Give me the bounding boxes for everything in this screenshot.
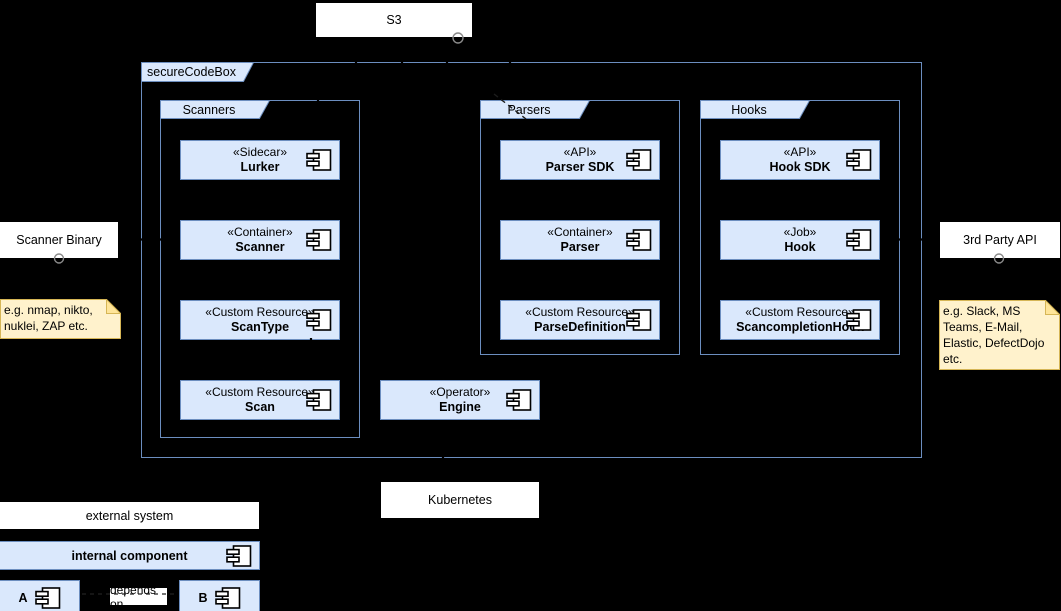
node-third-party-api-label: 3rd Party API xyxy=(963,233,1037,247)
component-parser-stereotype: «Container» xyxy=(547,225,613,239)
component-parser-name: Parser xyxy=(560,240,600,254)
component-engine-stereotype: «Operator» xyxy=(429,385,491,399)
legend-external-system: external system xyxy=(0,501,260,530)
uml-component-icon xyxy=(226,544,252,567)
component-hook-sdk-stereotype: «API» xyxy=(783,145,817,159)
sticky-note-shape xyxy=(0,299,121,339)
note-scanner-examples-text: e.g. nmap, nikto, nuklei, ZAP etc. xyxy=(4,303,93,333)
package-tab-shape xyxy=(160,100,270,119)
component-scanner: «Container» Scanner xyxy=(180,220,340,260)
package-hooks-tab: Hooks xyxy=(700,100,810,119)
component-scan-completion-hook-stereotype: «Custom Resource» xyxy=(745,305,855,319)
legend-depends-on: depends on xyxy=(110,583,167,611)
package-scanners-label: Scanners xyxy=(182,102,236,117)
component-scan-completion-hook-name: ScancompletionHook xyxy=(736,320,864,334)
note-scanner-examples: e.g. nmap, nikto, nuklei, ZAP etc. xyxy=(0,299,121,339)
uml-component-icon xyxy=(846,229,872,251)
component-scan: «Custom Resource» Scan xyxy=(180,380,340,420)
uml-component-icon xyxy=(626,309,652,331)
component-engine: «Operator» Engine xyxy=(380,380,540,420)
component-parser-sdk: «API» Parser SDK xyxy=(500,140,660,180)
component-scantype-stereotype: «Custom Resource» xyxy=(205,305,315,319)
uml-component-icon xyxy=(306,309,332,331)
component-parser-sdk-stereotype: «API» xyxy=(563,145,597,159)
container-securecodebox xyxy=(141,62,922,458)
uml-component-icon xyxy=(306,149,332,171)
legend-external-system-label: external system xyxy=(85,508,174,523)
node-scanner-binary-label: Scanner Binary xyxy=(16,233,102,247)
component-parse-definition-stereotype: «Custom Resource» xyxy=(525,305,635,319)
container-securecodebox-tab: secureCodeBox xyxy=(141,62,254,82)
node-scanner-binary: Scanner Binary xyxy=(0,221,119,259)
uml-component-icon xyxy=(214,587,240,609)
component-hook: «Job» Hook xyxy=(720,220,880,260)
component-parser: «Container» Parser xyxy=(500,220,660,260)
component-parse-definition: «Custom Resource» ParseDefinition xyxy=(500,300,660,340)
sticky-note-shape xyxy=(939,300,1060,370)
component-hook-stereotype: «Job» xyxy=(783,225,817,239)
uml-component-icon xyxy=(626,149,652,171)
legend-component-b-label: B xyxy=(198,591,208,605)
legend-internal-component: internal component xyxy=(0,541,260,570)
legend-component-a: A xyxy=(0,580,80,611)
component-parser-sdk-name: Parser SDK xyxy=(545,160,615,174)
component-scantype-name: ScanType xyxy=(230,320,290,334)
package-parsers-tab: Parsers xyxy=(480,100,590,119)
component-lurker-stereotype: «Sidecar» xyxy=(232,145,288,159)
node-s3: S3 xyxy=(315,2,473,38)
note-hook-examples: e.g. Slack, MS Teams, E-Mail, Elastic, D… xyxy=(939,300,1060,370)
component-scantype: «Custom Resource» ScanType xyxy=(180,300,340,340)
package-scanners-tab: Scanners xyxy=(160,100,270,119)
uml-component-icon xyxy=(846,309,872,331)
component-parse-definition-name: ParseDefinition xyxy=(534,320,626,334)
uml-component-icon xyxy=(34,587,60,609)
component-scanner-stereotype: «Container» xyxy=(227,225,293,239)
package-tab-shape xyxy=(700,100,810,119)
legend-internal-component-label: internal component xyxy=(71,548,188,563)
component-scan-stereotype: «Custom Resource» xyxy=(205,385,315,399)
legend-component-a-label: A xyxy=(18,591,28,605)
uml-component-icon xyxy=(306,229,332,251)
uml-component-icon xyxy=(306,389,332,411)
node-third-party-api: 3rd Party API xyxy=(939,221,1061,259)
package-parsers-label: Parsers xyxy=(507,102,551,117)
container-securecodebox-label: secureCodeBox xyxy=(147,65,236,79)
node-s3-label: S3 xyxy=(386,13,402,27)
legend-depends-on-label: depends on xyxy=(110,582,157,611)
note-hook-examples-text: e.g. Slack, MS Teams, E-Mail, Elastic, D… xyxy=(943,304,1045,366)
component-hook-name: Hook xyxy=(784,240,816,254)
component-engine-name: Engine xyxy=(439,400,481,414)
component-scan-completion-hook: «Custom Resource» ScancompletionHook xyxy=(720,300,880,340)
component-scanner-name: Scanner xyxy=(235,240,285,254)
component-lurker-name: Lurker xyxy=(240,160,280,174)
uml-component-icon xyxy=(626,229,652,251)
package-tab-shape xyxy=(141,62,254,82)
component-scan-name: Scan xyxy=(245,400,275,414)
component-hook-sdk: «API» Hook SDK xyxy=(720,140,880,180)
legend-component-b: B xyxy=(179,580,260,611)
node-kubernetes-label: Kubernetes xyxy=(428,493,492,507)
package-hooks-label: Hooks xyxy=(731,102,767,117)
component-hook-sdk-name: Hook SDK xyxy=(769,160,831,174)
component-lurker: «Sidecar» Lurker xyxy=(180,140,340,180)
uml-component-icon xyxy=(506,389,532,411)
uml-component-icon xyxy=(846,149,872,171)
node-kubernetes: Kubernetes xyxy=(380,481,540,519)
